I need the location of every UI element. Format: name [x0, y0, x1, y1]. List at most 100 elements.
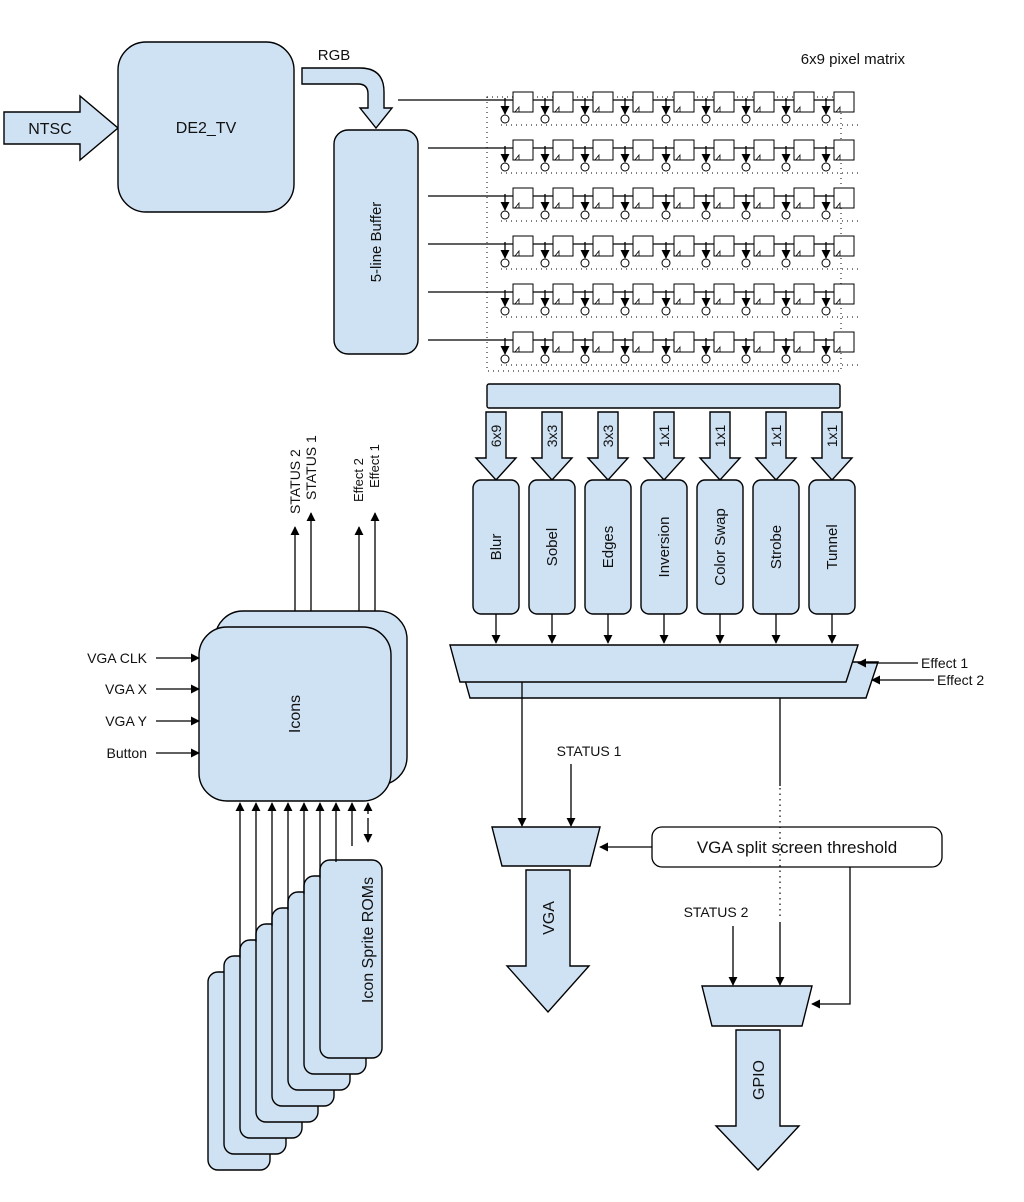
status2-input-label: STATUS 2 — [684, 904, 749, 920]
pixel-register — [620, 139, 674, 174]
pixel-register — [540, 91, 593, 126]
pixel-register — [500, 91, 553, 126]
vga-output-arrow — [505, 869, 591, 1014]
pixel-register — [701, 187, 754, 222]
pixel-register — [781, 331, 834, 366]
split-threshold-label: VGA split screen threshold — [697, 838, 897, 857]
effect-mux-front — [449, 644, 859, 683]
filter-name: Strobe — [768, 525, 785, 569]
pixel-register — [821, 331, 858, 366]
pixel-register — [821, 283, 858, 318]
filter-input-arrow — [810, 411, 854, 482]
gpio-output-arrow — [714, 1029, 801, 1172]
pixel-register — [741, 331, 794, 366]
rom-to-icons-lines — [235, 802, 373, 958]
filter-window-size: 3x3 — [600, 425, 616, 448]
pixel-register — [620, 331, 674, 366]
pixel-register — [500, 331, 553, 366]
pixel-register — [661, 331, 714, 366]
pixel-register — [701, 283, 754, 318]
pixel-register — [821, 235, 858, 270]
pixel-register — [500, 283, 553, 318]
icon-rom-stack — [207, 859, 383, 1171]
effect2-out-label: Effect 2 — [351, 458, 366, 502]
pixel-matrix-label: 6x9 pixel matrix — [801, 51, 906, 68]
filter-name: Tunnel — [824, 524, 841, 569]
filter-window-size: 1x1 — [768, 425, 784, 448]
filter-name: Edges — [600, 526, 617, 569]
vga-output-label: VGA — [541, 901, 558, 935]
pixel-register — [741, 91, 794, 126]
pixel-register — [540, 235, 593, 270]
pixel-register — [580, 331, 633, 366]
filter-window-size: 1x1 — [656, 425, 672, 448]
pixel-register — [781, 91, 834, 126]
matrix-output-bus — [486, 383, 841, 409]
vga-y-label: VGA Y — [105, 713, 147, 729]
pixel-register — [821, 139, 858, 174]
filter-input-arrow — [698, 411, 742, 482]
vga-output-mux — [491, 826, 601, 867]
split-threshold-block — [651, 826, 943, 868]
pixel-register — [781, 139, 834, 174]
filter-window-size: 6x9 — [488, 425, 504, 448]
de2-tv-label: DE2_TV — [176, 120, 237, 137]
filter-input-arrow — [642, 411, 686, 482]
pixel-register — [540, 331, 593, 366]
rgb-label: RGB — [318, 47, 351, 64]
ntsc-label: NTSC — [28, 121, 72, 138]
pixel-register — [701, 91, 754, 126]
pixel-register — [781, 235, 834, 270]
pixel-register — [540, 139, 593, 174]
filter-window-size: 1x1 — [712, 425, 728, 448]
pixel-register — [701, 235, 754, 270]
filter-name: Color Swap — [712, 508, 729, 586]
matrix-frame — [486, 96, 842, 372]
line-buffer-label: 5-line Buffer — [368, 202, 385, 283]
pixel-register — [821, 187, 858, 222]
ntsc-input-arrow — [3, 94, 120, 162]
effect1-out-label: Effect 1 — [367, 444, 382, 488]
pixel-register — [741, 283, 794, 318]
filter-input-arrow — [530, 411, 574, 482]
de2-tv-block — [117, 41, 295, 213]
pixel-register — [500, 235, 553, 270]
button-label: Button — [107, 745, 147, 761]
status1-input-label: STATUS 1 — [557, 743, 622, 759]
pixel-register — [540, 187, 593, 222]
filter-input-arrow — [754, 411, 798, 482]
vga-x-label: VGA X — [105, 681, 148, 697]
pixel-register — [580, 187, 633, 222]
pixel-register — [580, 235, 633, 270]
pixel-register — [661, 139, 714, 174]
pixel-register — [701, 331, 754, 366]
effect2-label: Effect 2 — [937, 672, 984, 688]
pixel-register — [781, 283, 834, 318]
pixel-register — [540, 283, 593, 318]
filter-name: Blur — [488, 534, 505, 561]
filter-name: Inversion — [656, 517, 673, 578]
filter-stage: 6x9Blur3x3Sobel3x3Edges1x1Inversion1x1Co… — [472, 411, 856, 644]
pixel-register — [500, 139, 553, 174]
filter-name: Sobel — [544, 528, 561, 566]
filter-input-arrow — [474, 411, 518, 482]
pixel-register — [741, 187, 794, 222]
pixel-register — [500, 187, 553, 222]
icons-label: Icons — [287, 695, 304, 733]
icons-block — [198, 626, 392, 802]
pixel-register — [781, 187, 834, 222]
pixel-register — [741, 139, 794, 174]
pixel-register — [580, 139, 633, 174]
pixel-register — [580, 91, 633, 126]
rgb-arrow — [301, 67, 394, 130]
pixel-matrix — [398, 91, 858, 372]
filter-input-arrow — [586, 411, 630, 482]
pixel-register — [620, 283, 674, 318]
pixel-register — [580, 283, 633, 318]
effect1-label: Effect 1 — [921, 655, 968, 671]
